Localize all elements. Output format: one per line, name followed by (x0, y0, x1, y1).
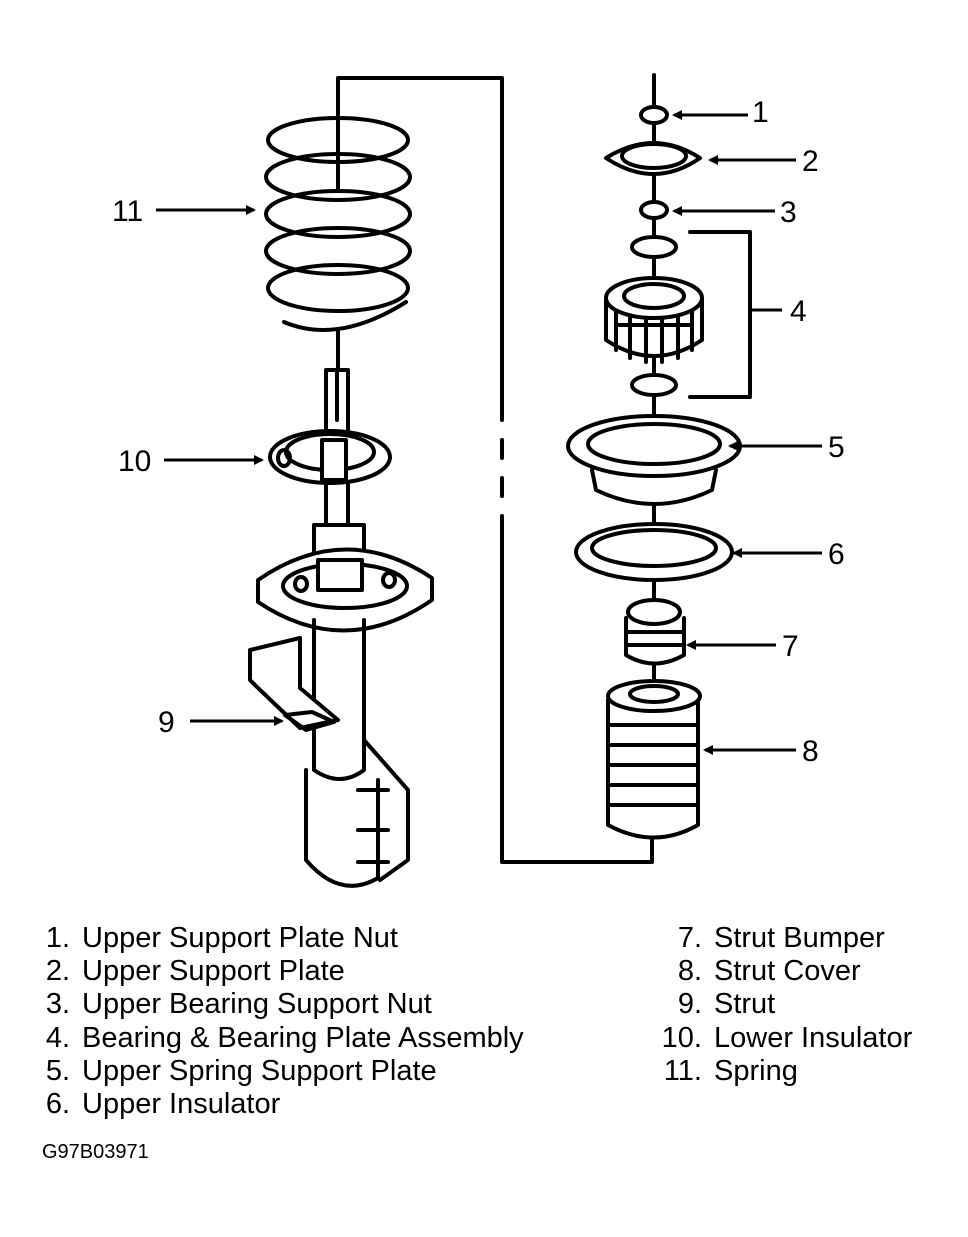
legend-number: 8. (677, 955, 702, 988)
legend-item: 6. Upper Insulator (34, 1088, 524, 1121)
legend-number: 2. (45, 955, 70, 988)
legend-item: 8. Strut Cover (652, 955, 912, 988)
legend-item: 7. Strut Bumper (652, 922, 912, 955)
legend-item: 11. Spring (652, 1055, 912, 1088)
callout-4: 4 (790, 295, 807, 328)
legend-item: 9. Strut (652, 988, 912, 1021)
legend-label: Upper Spring Support Plate (82, 1054, 437, 1087)
legend-number: 5. (45, 1054, 70, 1087)
parts-legend-right: 7. Strut Bumper 8. Strut Cover 9. Strut 10.… (652, 922, 913, 1088)
legend-label: Strut Bumper (714, 922, 885, 954)
legend-label: Upper Bearing Support Nut (82, 988, 432, 1021)
upper-bearing-support-nut (639, 200, 669, 220)
strut-body (248, 523, 434, 888)
callout-10: 10 (118, 445, 151, 478)
legend-item: 3. Upper Bearing Support Nut (34, 988, 524, 1021)
legend-label: Upper Support Plate Nut (82, 922, 398, 954)
upper-support-plate (604, 141, 702, 176)
upper-spring-support-plate (566, 414, 742, 506)
legend-number: 9. (677, 988, 702, 1021)
callout-2: 2 (802, 145, 819, 178)
legend-label: Strut (714, 988, 776, 1021)
bearing-plate-assembly (604, 235, 704, 397)
legend-number: 10. (661, 1021, 702, 1054)
callout-9: 9 (158, 706, 175, 739)
callout-8: 8 (802, 735, 819, 768)
legend-number: 4. (45, 1021, 70, 1054)
legend-label: Upper Insulator (82, 1087, 281, 1120)
legend-label: Upper Support Plate (82, 955, 345, 988)
upper-insulator (574, 522, 734, 582)
coil-spring (264, 116, 412, 372)
legend-label: Bearing & Bearing Plate Assembly (82, 1021, 524, 1054)
legend-label: Strut Cover (714, 955, 861, 988)
callout-5: 5 (828, 431, 845, 464)
legend-item: 2. Upper Support Plate (34, 955, 524, 988)
legend-number: 6. (45, 1087, 70, 1120)
legend-label: Spring (714, 1054, 798, 1087)
parts-legend-left: 1. Upper Support Plate Nut 2. Upper Suppor… (34, 922, 524, 1121)
strut-cover (606, 679, 702, 840)
callout-1: 1 (752, 96, 769, 129)
upper-support-plate-nut (639, 105, 669, 125)
legend-number: 11. (663, 1054, 702, 1087)
strut-bumper (624, 598, 686, 666)
callout-11: 11 (112, 195, 143, 228)
legend-item: 10. Lower Insulator (652, 1021, 913, 1055)
callout-4-bracket (688, 230, 752, 399)
legend-number: 3. (45, 988, 70, 1021)
strut-assembly-diagram: 1 2 3 4 5 6 7 8 9 10 11 (112, 73, 845, 888)
callout-6: 6 (828, 538, 845, 571)
legend-number: 7. (677, 922, 702, 954)
assembly-connector-line (336, 76, 654, 864)
legend-item: 1. Upper Support Plate Nut (34, 922, 524, 955)
legend-item: 5. Upper Spring Support Plate (34, 1055, 524, 1088)
callout-3: 3 (780, 196, 797, 229)
callout-7: 7 (782, 630, 799, 663)
legend-number: 1. (45, 922, 70, 954)
legend-item: 4. Bearing & Bearing Plate Assembly (34, 1022, 524, 1055)
legend-label: Lower Insulator (714, 1021, 913, 1054)
lower-insulator (268, 429, 392, 485)
figure-code: G97B03971 (42, 1141, 149, 1163)
